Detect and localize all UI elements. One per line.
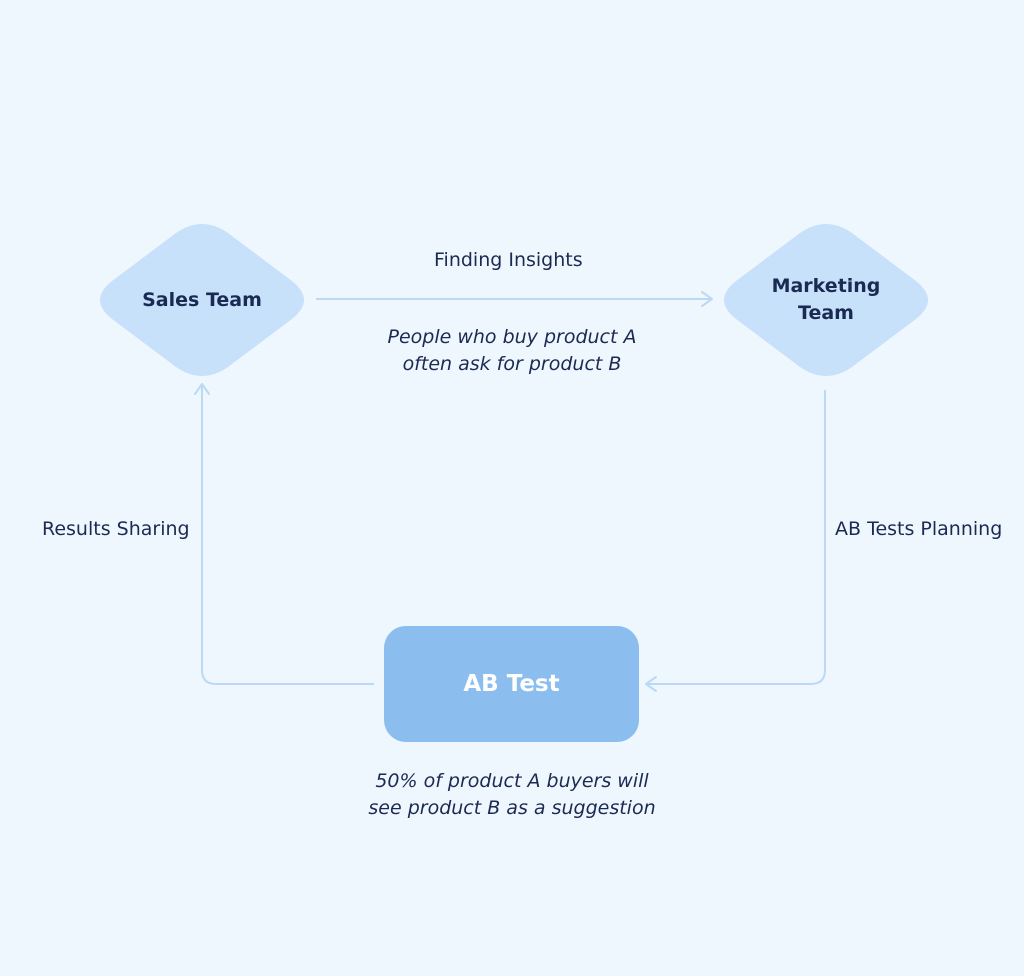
insight-note-line-1: People who buy product A: [387, 326, 637, 348]
sales-team-label: Sales Team: [142, 288, 262, 311]
edge-label-finding-insights: Finding Insights: [434, 249, 583, 271]
insight-note: People who buy product A often ask for p…: [352, 324, 672, 378]
connector-finding-insights: [316, 291, 713, 307]
edge-label-ab-tests-planning: AB Tests Planning: [835, 518, 1003, 540]
insight-note-line-2: often ask for product B: [402, 353, 622, 375]
node-ab-test: AB Test: [384, 626, 639, 742]
edge-label-results-sharing: Results Sharing: [42, 518, 190, 540]
test-note-line-1: 50% of product A buyers will: [375, 770, 649, 792]
test-note-line-2: see product B as a suggestion: [368, 797, 656, 819]
test-note: 50% of product A buyers will see product…: [332, 768, 692, 822]
node-marketing-team: Marketing Team: [720, 221, 932, 379]
connector-results-sharing: [194, 383, 374, 685]
marketing-team-label: Marketing Team: [771, 275, 881, 324]
ab-test-label: AB Test: [463, 671, 560, 697]
node-sales-team: Sales Team: [96, 221, 308, 379]
connector-ab-tests-planning: [645, 390, 826, 692]
